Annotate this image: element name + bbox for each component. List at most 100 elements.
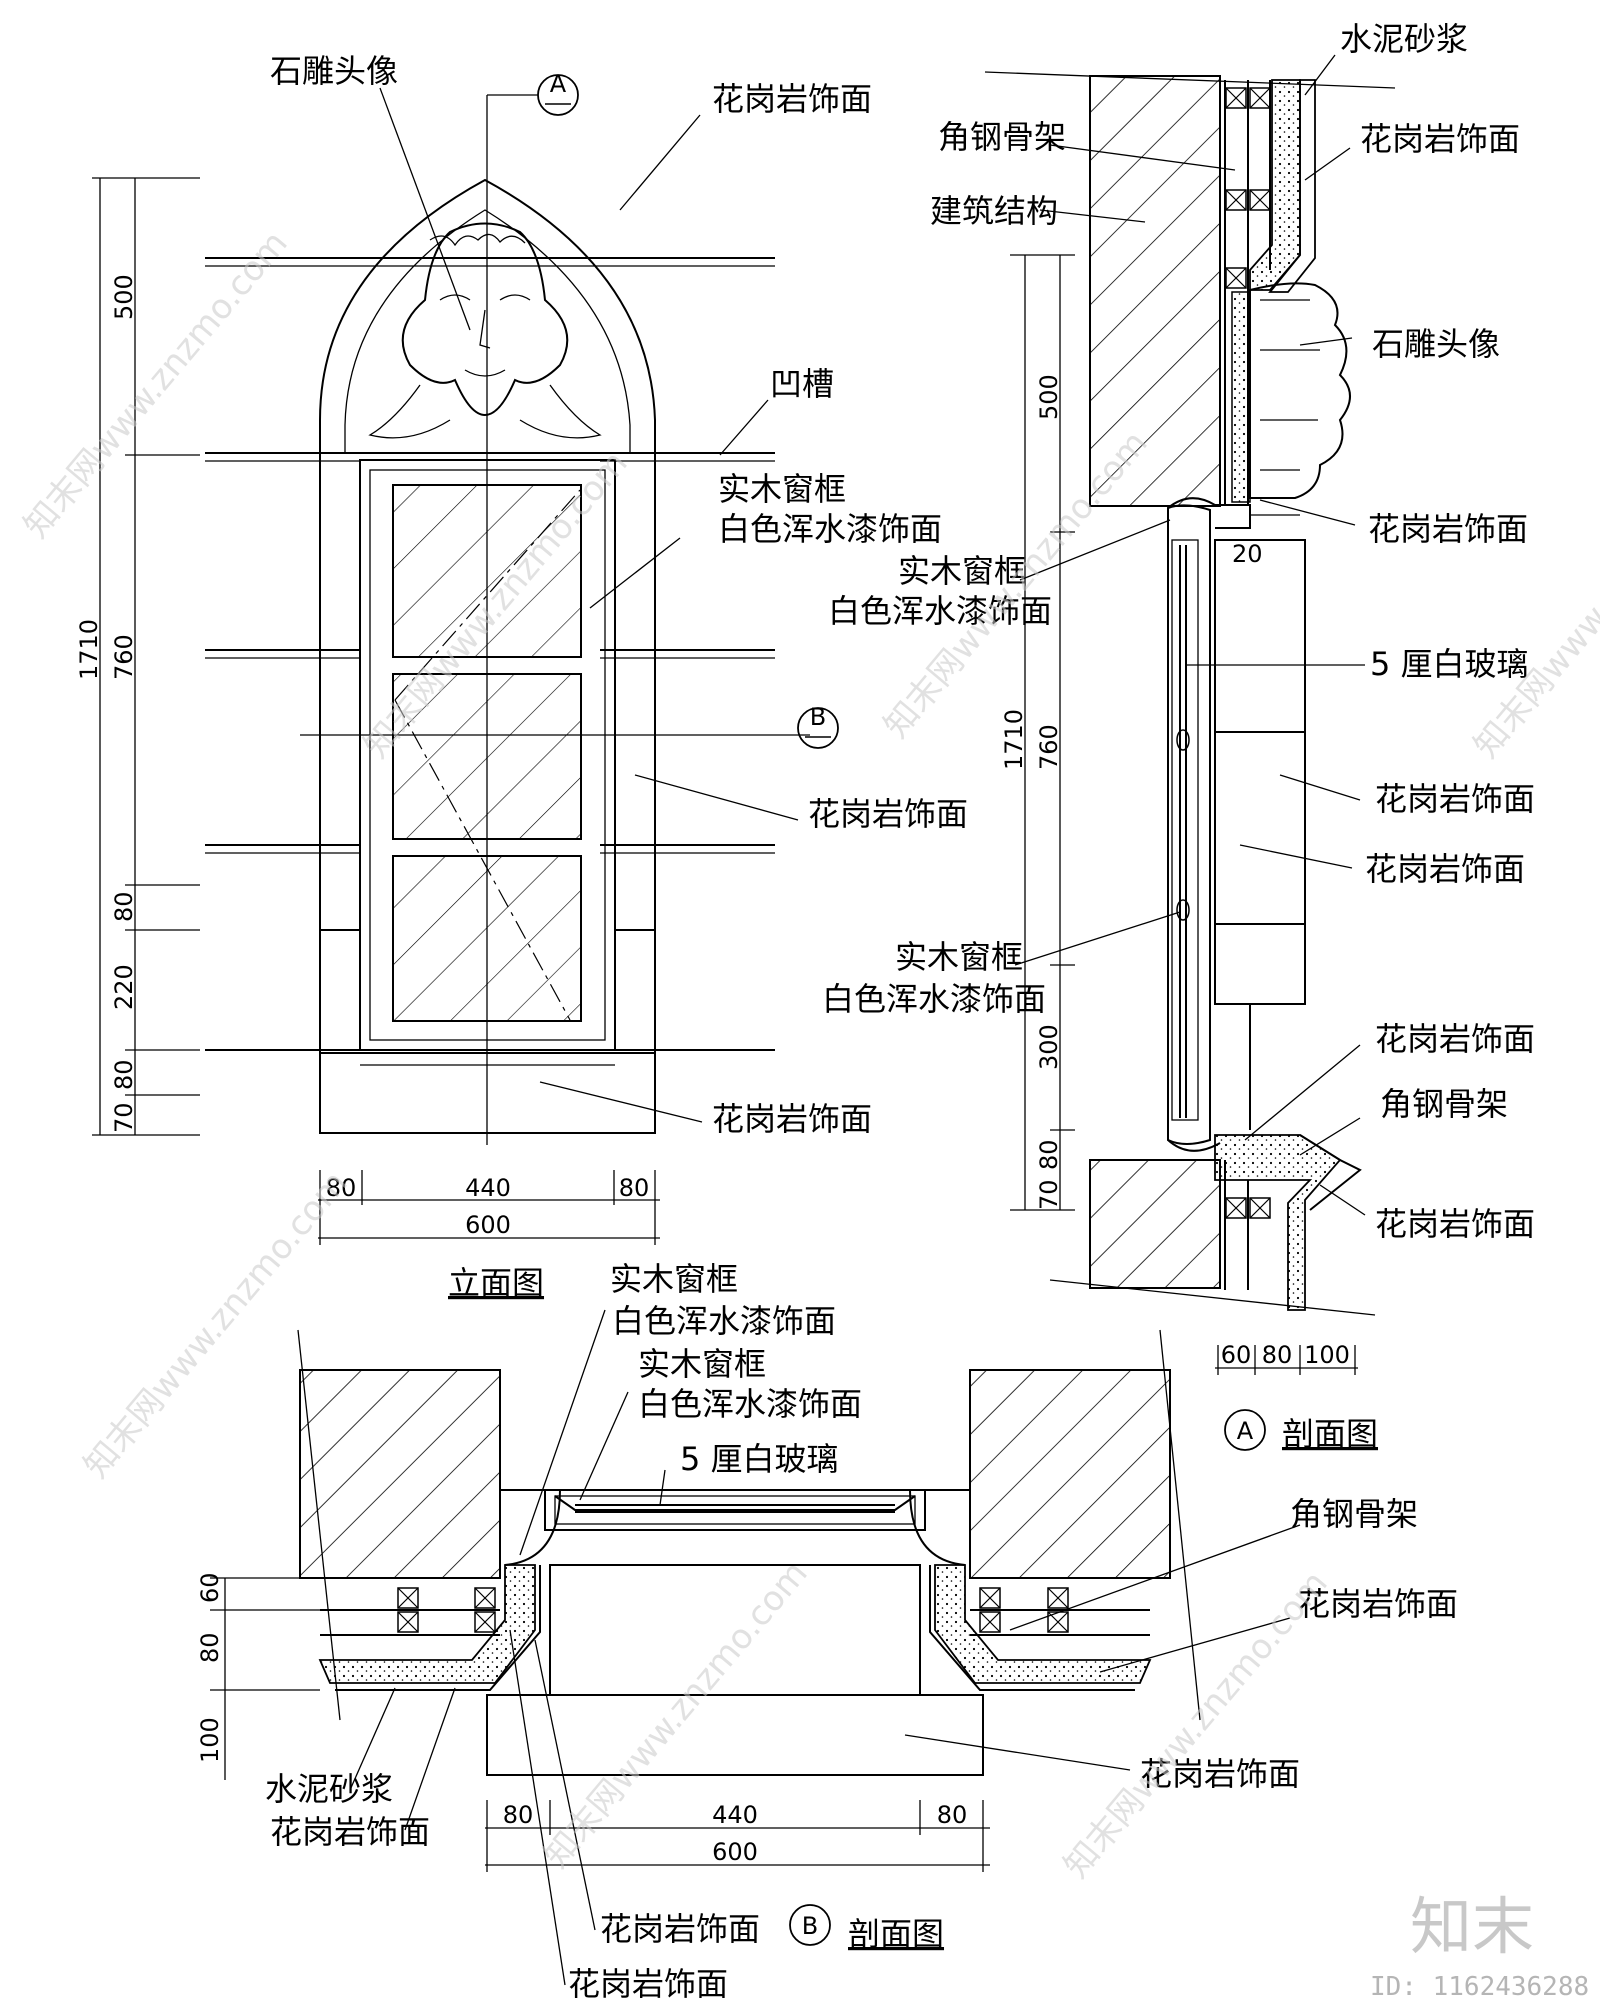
sb-dim-h-80-l: 80 [503, 1801, 534, 1829]
sa-dim-500: 500 [1035, 374, 1063, 420]
label-granite-side: 花岗岩饰面 [808, 795, 968, 833]
sa-label-structure: 建筑结构 [930, 192, 1058, 230]
dim-h-440: 440 [465, 1174, 511, 1202]
sb-label-granite-base: 花岗岩饰面 [1140, 1755, 1300, 1793]
section-mark-a-label: A [550, 70, 567, 98]
sb-title: 剖面图 [848, 1915, 944, 1953]
sa-label-granite-1: 花岗岩饰面 [1360, 120, 1520, 158]
sa-label-glass: 5 厘白玻璃 [1370, 645, 1529, 683]
sa-label-frame-b1: 实木窗框 [895, 938, 1023, 976]
sb-label-frame-4: 白色浑水漆饰面 [638, 1385, 862, 1423]
dim-760: 760 [110, 634, 138, 680]
section-b-horizontal-dims: 80 440 80 600 [485, 1800, 990, 1872]
label-stone-head: 石雕头像 [270, 52, 398, 90]
sa-title-mark: A [1237, 1417, 1254, 1445]
sb-dim-h-440: 440 [712, 1801, 758, 1829]
dim-1710: 1710 [75, 619, 103, 680]
sa-dim-h-60: 60 [1221, 1341, 1252, 1369]
dim-80b: 80 [110, 1059, 138, 1090]
sa-label-frame-b2: 白色浑水漆饰面 [822, 980, 1046, 1018]
sa-label-frame-1: 实木窗框 [898, 552, 1026, 590]
section-mark-b-label: B [810, 703, 826, 731]
gothic-arch [319, 178, 656, 453]
section-b-window-frame [486, 1489, 984, 1776]
watermark-site-7: 知末网www.znzmo.com [1056, 1564, 1335, 1886]
dim-70: 70 [110, 1102, 138, 1133]
sa-dim-h-100: 100 [1304, 1341, 1350, 1369]
sa-label-angle-steel-2: 角钢骨架 [1380, 1085, 1508, 1123]
sa-dim-1710: 1710 [1000, 709, 1028, 770]
elevation-title: 立面图 [448, 1264, 544, 1302]
sb-label-mortar: 水泥砂浆 [265, 1770, 393, 1808]
section-a-labels: 水泥砂浆 角钢骨架 花岗岩饰面 建筑结构 石雕头像 花岗岩饰面 实木窗框 白色浑… [822, 20, 1535, 1243]
sa-label-mortar: 水泥砂浆 [1340, 20, 1468, 58]
sa-label-granite-6: 花岗岩饰面 [1375, 1205, 1535, 1243]
section-a-window [1167, 497, 1221, 1152]
section-a-title: A 剖面图 [1224, 1409, 1378, 1453]
sb-label-granite-b1: 花岗岩饰面 [600, 1910, 760, 1948]
stone-head-carving [368, 222, 602, 439]
sa-dim-80: 80 [1035, 1139, 1063, 1170]
stone-course-lines [205, 257, 775, 1051]
sb-dim-60: 60 [196, 1572, 224, 1603]
dim-80: 80 [110, 891, 138, 922]
watermark-site-4: 知末网www.znzmo.com [1466, 444, 1600, 766]
sa-dim-760: 760 [1035, 724, 1063, 770]
sb-label-angle-steel: 角钢骨架 [1290, 1495, 1418, 1533]
label-frame-1: 实木窗框 [718, 470, 846, 508]
dim-h-600: 600 [465, 1211, 511, 1239]
dim-h-80-r: 80 [619, 1174, 650, 1202]
sb-label-granite-l: 花岗岩饰面 [270, 1813, 430, 1851]
section-b-labels: 实木窗框 白色浑水漆饰面 实木窗框 白色浑水漆饰面 5 厘白玻璃 角钢骨架 花岗… [265, 1260, 1458, 2003]
sa-dim-20: 20 [1232, 540, 1263, 568]
elevation-vertical-dims: 500 760 1710 80 220 70 80 [75, 177, 200, 1136]
section-a-view: 500 1710 760 300 70 80 20 60 80 100 水泥砂浆… [822, 20, 1535, 1453]
sa-label-angle-steel: 角钢骨架 [938, 118, 1066, 156]
section-b-vertical-dims: 60 80 100 [196, 1572, 320, 1780]
section-b-title: B 剖面图 [789, 1904, 944, 1953]
sa-dim-h-80: 80 [1262, 1341, 1293, 1369]
watermark-id: ID: 1162436288 [1370, 1972, 1589, 2002]
label-frame-2: 白色浑水漆饰面 [718, 510, 942, 548]
sb-dim-80: 80 [196, 1632, 224, 1663]
sb-label-frame-1: 实木窗框 [610, 1260, 738, 1298]
sa-label-granite-5: 花岗岩饰面 [1375, 1020, 1535, 1058]
section-mark-b: B [797, 703, 839, 749]
sa-label-granite-2: 花岗岩饰面 [1368, 510, 1528, 548]
elevation-view: A B 500 760 1710 80 220 70 80 [75, 52, 968, 1302]
sa-label-granite-4: 花岗岩饰面 [1365, 850, 1525, 888]
section-a-vertical-dims: 500 1710 760 300 70 80 20 [1000, 254, 1263, 1211]
section-a-horizontal-dims: 60 80 100 [1215, 1341, 1358, 1375]
label-granite-base: 花岗岩饰面 [712, 1100, 872, 1138]
sa-label-stone-head: 石雕头像 [1372, 325, 1500, 363]
sb-label-frame-3: 实木窗框 [638, 1345, 766, 1383]
sa-dim-300: 300 [1035, 1024, 1063, 1070]
sb-dim-h-80-r: 80 [937, 1801, 968, 1829]
label-groove: 凹槽 [770, 365, 834, 403]
section-b-left-band [318, 1564, 551, 1695]
sb-label-frame-2: 白色浑水漆饰面 [612, 1302, 836, 1340]
sa-label-granite-3: 花岗岩饰面 [1375, 780, 1535, 818]
sb-label-granite-b2: 花岗岩饰面 [568, 1965, 728, 2003]
sb-label-granite-r: 花岗岩饰面 [1298, 1585, 1458, 1623]
sb-title-mark: B [802, 1912, 818, 1940]
dim-h-80-l: 80 [326, 1174, 357, 1202]
section-b-right-band [919, 1564, 1152, 1695]
sa-title: 剖面图 [1282, 1415, 1378, 1453]
section-a-granite-panels [1214, 539, 1306, 1130]
sa-dim-70: 70 [1035, 1179, 1063, 1210]
sb-dim-100: 100 [196, 1717, 224, 1763]
watermark-brand: 知末 [1410, 1890, 1534, 1963]
elevation-labels: 石雕头像 花岗岩饰面 凹槽 实木窗框 白色浑水漆饰面 花岗岩饰面 花岗岩饰面 [270, 52, 968, 1138]
dim-220: 220 [110, 964, 138, 1010]
sa-label-frame-2: 白色浑水漆饰面 [828, 592, 1052, 630]
sb-label-glass: 5 厘白玻璃 [680, 1440, 839, 1478]
elevation-horizontal-dims: 80 440 80 600 [318, 1170, 660, 1245]
watermark-site-1: 知末网www.znzmo.com [16, 224, 295, 546]
section-b-view: 60 80 100 80 440 80 600 实木窗框 白色浑水漆饰面 实木窗… [196, 1260, 1458, 2003]
label-granite-top: 花岗岩饰面 [712, 80, 872, 118]
sb-dim-h-600: 600 [712, 1838, 758, 1866]
section-mark-a: A [487, 70, 579, 116]
dim-500: 500 [110, 274, 138, 320]
